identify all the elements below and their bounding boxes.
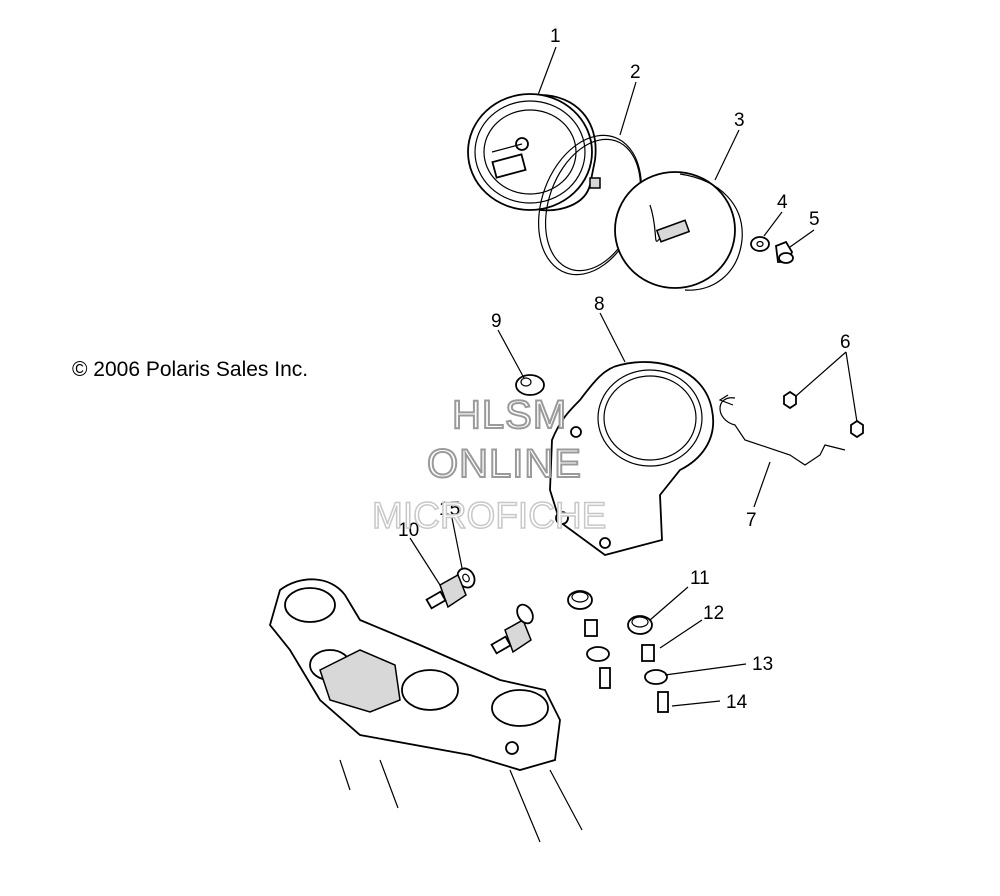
- speedometer-gauge: [467, 93, 601, 212]
- callout-15: 15: [439, 499, 460, 520]
- callout-labels: 1 2 3 4 5 6 7 8 9 10 11 12 13 14 15: [398, 26, 851, 713]
- callout-3: 3: [734, 110, 745, 131]
- callout-11: 11: [690, 568, 710, 589]
- rubber-mount-part-10: [425, 573, 534, 655]
- callout-10: 10: [398, 520, 419, 541]
- callout-13: 13: [752, 654, 773, 675]
- watermark-line-2: ONLINE: [427, 442, 582, 486]
- callout-12: 12: [703, 603, 724, 624]
- callout-9: 9: [491, 311, 502, 332]
- callout-5: 5: [809, 209, 820, 230]
- copyright-notice: © 2006 Polaris Sales Inc.: [72, 358, 308, 381]
- callout-7: 7: [746, 510, 757, 531]
- callout-leader-lines: [409, 46, 858, 707]
- callout-4: 4: [777, 192, 788, 213]
- watermark-line-1: HLSM: [452, 393, 567, 437]
- screws-part-6: [783, 390, 864, 439]
- gauge-mount-bracket: [549, 361, 715, 556]
- callout-6: 6: [840, 332, 851, 353]
- gauge-housing: [614, 171, 743, 291]
- washer-part-4: [750, 236, 770, 252]
- hardware-stack-parts-11-14: [567, 590, 669, 713]
- callout-14: 14: [726, 692, 748, 713]
- callout-8: 8: [594, 294, 605, 315]
- watermark: HLSM ONLINE MICROFICHE: [371, 392, 607, 537]
- wire-clip-part-7: [718, 394, 846, 466]
- callout-2: 2: [630, 62, 641, 83]
- grommet-part-9: [515, 374, 545, 396]
- callout-1: 1: [550, 26, 561, 47]
- handlebar-triple-clamp: [269, 578, 583, 843]
- watermark-line-3: MICROFICHE: [372, 495, 606, 536]
- screw-part-5: [775, 240, 794, 264]
